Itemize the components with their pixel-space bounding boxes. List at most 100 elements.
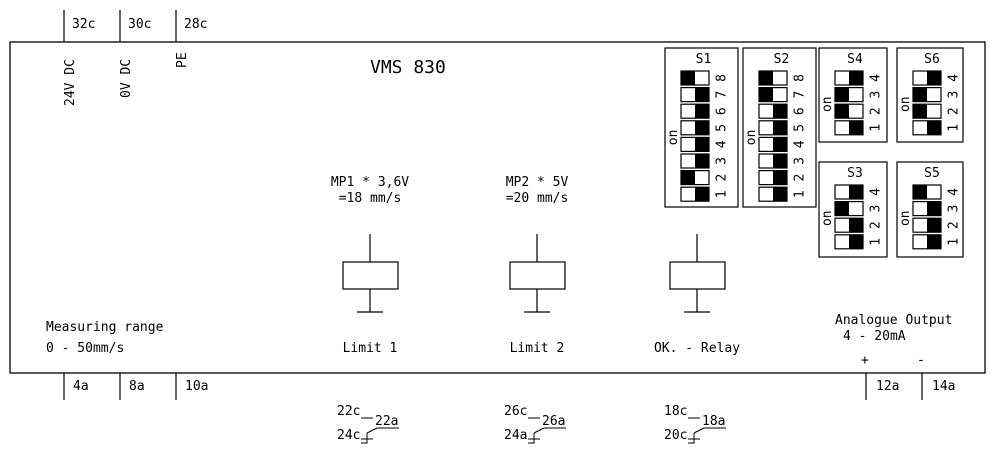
switch-s4-position-2[interactable]: 2 xyxy=(834,103,884,119)
terminal-14a: 14a xyxy=(932,379,955,394)
switch-s5-position-4[interactable]: 4 xyxy=(912,184,962,200)
contact-no-pin: 22c xyxy=(337,404,360,419)
relay-note-1: MP2 * 5V xyxy=(506,175,569,190)
on-label: on xyxy=(666,130,681,146)
relay-note-2: =20 mm/s xyxy=(506,191,569,206)
signal-pe: PE xyxy=(175,52,190,68)
position-number: 1 xyxy=(793,190,808,198)
contact-symbol xyxy=(528,417,566,444)
terminal-30c: 30c xyxy=(128,17,151,32)
on-label: on xyxy=(898,210,913,226)
switch-s4-position-3[interactable]: 3 xyxy=(834,86,884,103)
position-number: 2 xyxy=(793,174,808,182)
position-number: 5 xyxy=(715,124,730,132)
dip-switch-s6: S6 on 4 3 2 1 xyxy=(896,47,964,143)
top-terminals xyxy=(63,10,177,42)
switch-s2-position-8[interactable]: 8 xyxy=(758,70,808,86)
position-number: 4 xyxy=(715,140,730,148)
switch-s6-position-2[interactable]: 2 xyxy=(912,103,962,119)
terminal-8a: 8a xyxy=(129,379,145,394)
switch-s1-position-8[interactable]: 8 xyxy=(680,70,730,86)
dip-switch-s5: S5 on 4 3 2 1 xyxy=(896,161,964,258)
position-number: 4 xyxy=(869,188,884,196)
position-number: 4 xyxy=(947,74,962,82)
position-number: 2 xyxy=(869,107,884,115)
bottom-terminals xyxy=(63,373,923,400)
switch-outline xyxy=(896,47,964,143)
dip-switch-s1: S1 on 87 6 5 4 32 1 xyxy=(664,47,739,208)
position-number: 7 xyxy=(793,91,808,99)
position-number: 2 xyxy=(869,221,884,229)
terminal-12a: 12a xyxy=(876,379,899,394)
switch-s1-position-6[interactable]: 6 xyxy=(680,103,730,119)
position-number: 3 xyxy=(869,205,884,213)
switch-s2-position-2[interactable]: 2 xyxy=(758,170,808,186)
switch-s3-position-4[interactable]: 4 xyxy=(834,184,884,200)
switch-s1-position-3[interactable]: 3 xyxy=(680,153,730,169)
switch-s1-position-7[interactable]: 7 xyxy=(680,86,730,103)
contact-common-pin: 22a xyxy=(375,414,398,429)
switch-s1-position-1[interactable]: 1 xyxy=(680,186,730,202)
position-number: 2 xyxy=(947,221,962,229)
contact-symbol xyxy=(361,417,399,444)
switch-name: S1 xyxy=(696,52,712,67)
switch-s1-position-2[interactable]: 2 xyxy=(680,170,730,186)
switch-s5-position-2[interactable]: 2 xyxy=(912,217,962,233)
measuring-range-label: Measuring range xyxy=(46,320,164,335)
switch-s6-position-1[interactable]: 1 xyxy=(912,120,962,136)
analogue-minus: - xyxy=(917,353,925,368)
module-title: VMS 830 xyxy=(370,57,446,78)
switch-s2-position-3[interactable]: 3 xyxy=(758,153,808,169)
switch-s1-position-5[interactable]: 5 xyxy=(680,120,730,136)
switch-s6-position-3[interactable]: 3 xyxy=(912,86,962,103)
relay-coil xyxy=(669,261,726,290)
terminal-10a: 10a xyxy=(185,379,208,394)
position-number: 1 xyxy=(869,124,884,132)
position-number: 4 xyxy=(869,74,884,82)
position-number: 3 xyxy=(869,91,884,99)
switch-s2-position-1[interactable]: 1 xyxy=(758,186,808,202)
position-number: 5 xyxy=(793,124,808,132)
position-number: 1 xyxy=(869,238,884,246)
position-number: 4 xyxy=(947,188,962,196)
switch-name: S2 xyxy=(774,52,790,67)
switch-outline xyxy=(896,161,964,258)
switch-s3-position-2[interactable]: 2 xyxy=(834,217,884,233)
switch-s4-position-4[interactable]: 4 xyxy=(834,70,884,86)
switch-s1-position-4[interactable]: 4 xyxy=(680,136,730,152)
on-label: on xyxy=(820,96,835,112)
on-label: on xyxy=(898,96,913,112)
position-number: 3 xyxy=(947,91,962,99)
position-number: 1 xyxy=(715,190,730,198)
position-number: 1 xyxy=(947,124,962,132)
position-number: 3 xyxy=(947,205,962,213)
position-number: 4 xyxy=(793,140,808,148)
switch-s2-position-4[interactable]: 4 xyxy=(758,136,808,152)
switch-s5-position-1[interactable]: 1 xyxy=(912,234,962,250)
switch-s3-position-1[interactable]: 1 xyxy=(834,234,884,250)
position-number: 6 xyxy=(715,107,730,115)
switch-s2-position-5[interactable]: 5 xyxy=(758,120,808,136)
switch-s2-position-6[interactable]: 6 xyxy=(758,103,808,119)
switch-s3-position-3[interactable]: 3 xyxy=(834,201,884,217)
contact-common-pin: 26a xyxy=(542,414,565,429)
contact-nc-pin: 24c xyxy=(337,428,360,443)
on-label: on xyxy=(820,210,835,226)
switch-s4-position-1[interactable]: 1 xyxy=(834,120,884,136)
switch-s6-position-4[interactable]: 4 xyxy=(912,70,962,86)
switch-s2-position-7[interactable]: 7 xyxy=(758,86,808,103)
switch-name: S5 xyxy=(924,166,940,181)
switch-name: S6 xyxy=(924,52,940,67)
switch-s5-position-3[interactable]: 3 xyxy=(912,201,962,217)
relay-label: Limit 2 xyxy=(510,341,565,356)
dip-switch-s2: S2 on 8 7 6 5 4 3 2 1 xyxy=(742,47,817,208)
module-outline xyxy=(9,41,986,374)
relay-coil xyxy=(509,261,566,290)
position-number: 8 xyxy=(793,74,808,82)
contact-symbol xyxy=(688,417,726,444)
on-label: on xyxy=(744,130,759,146)
